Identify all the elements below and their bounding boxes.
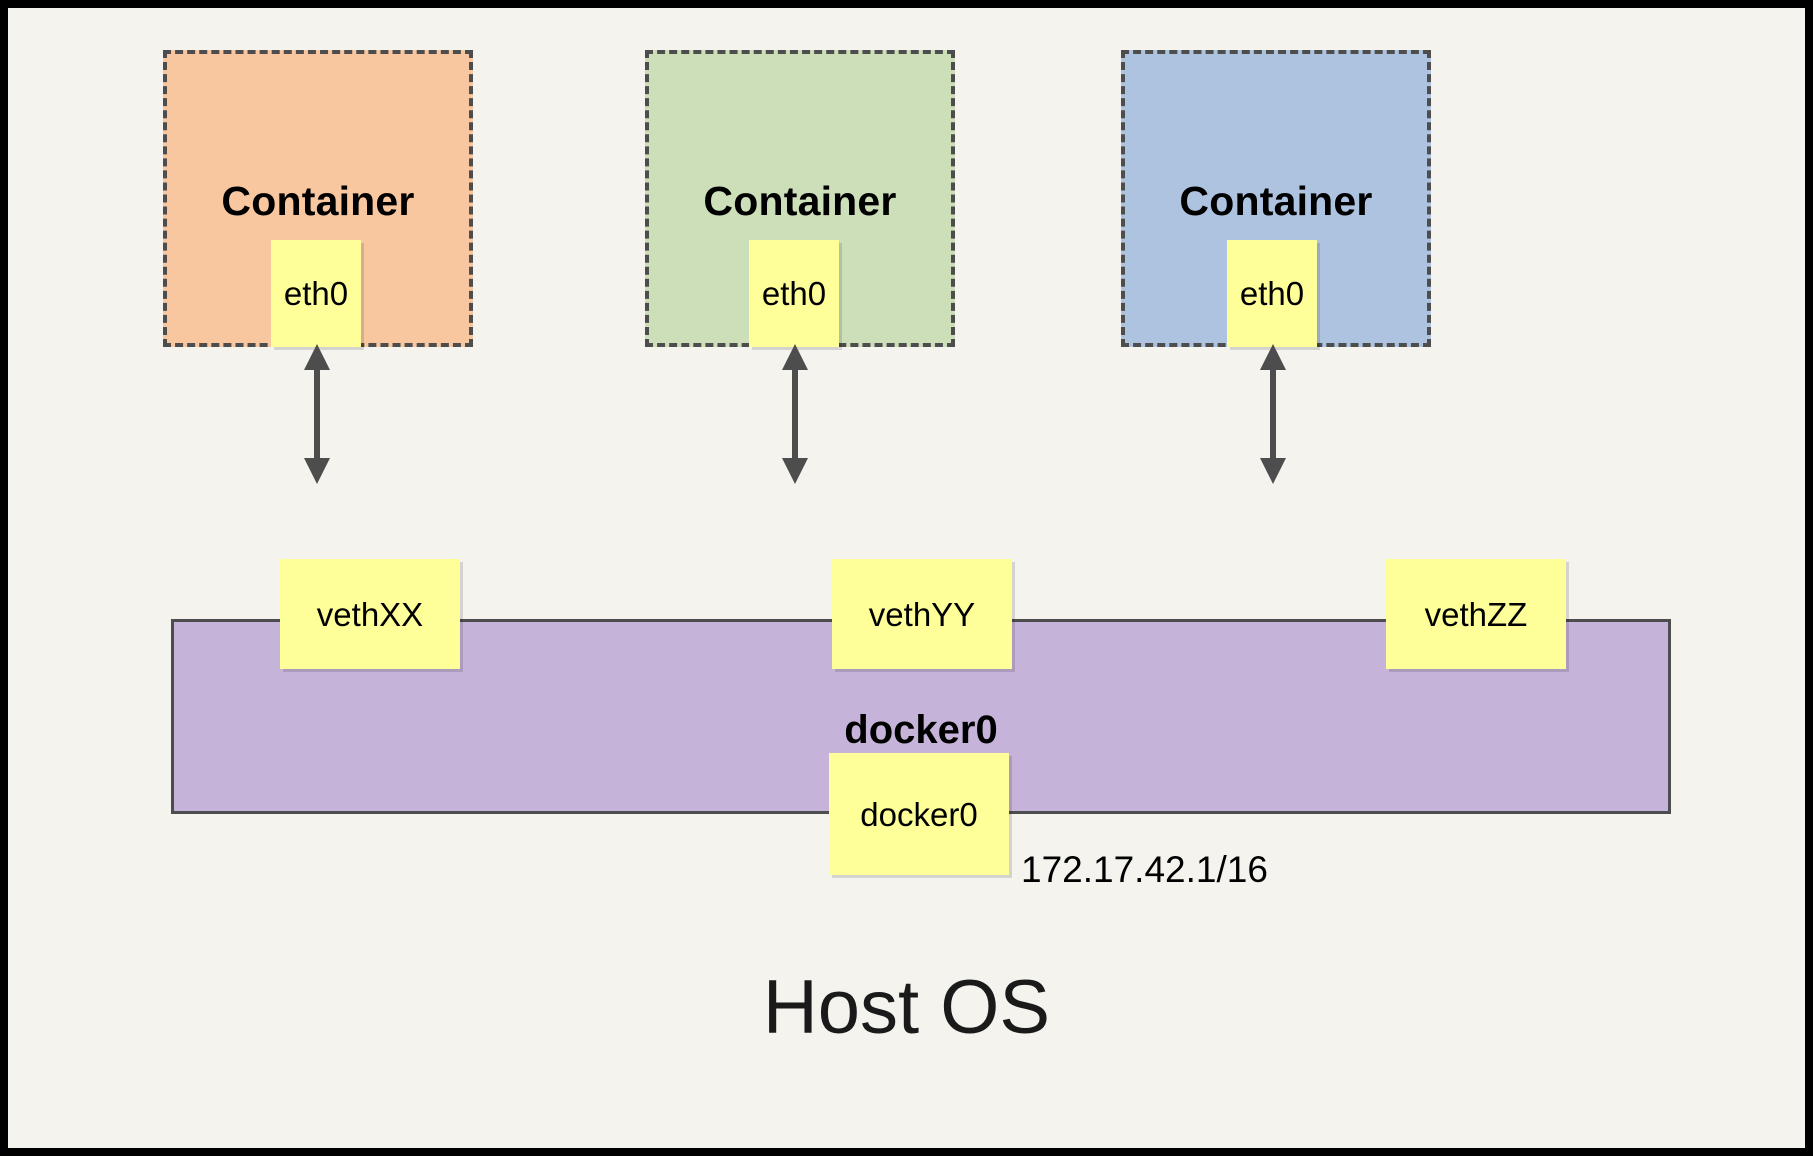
veth-link-arrow-1 [304,344,330,484]
docker0-ip-label: 172.17.42.1/16 [1021,849,1268,890]
docker0-bridge-label: docker0 [844,708,998,752]
veth-link-arrow-3 [1260,344,1286,484]
container-title-1: Container [221,178,415,224]
docker0-port-box: docker0 [829,753,1009,875]
veth-box-1: vethXX [280,559,460,669]
veth-link-arrow-2 [782,344,808,484]
veth-box-2: vethYY [832,559,1012,669]
container-eth0-1: eth0 [271,240,361,347]
host-os-label: Host OS [762,965,1051,1050]
container-title-2: Container [703,178,897,224]
container-box-3: Container [1121,50,1431,347]
veth-box-3: vethZZ [1386,559,1566,669]
container-title-3: Container [1179,178,1373,224]
container-eth0-2: eth0 [749,240,839,347]
container-eth0-3: eth0 [1227,240,1317,347]
